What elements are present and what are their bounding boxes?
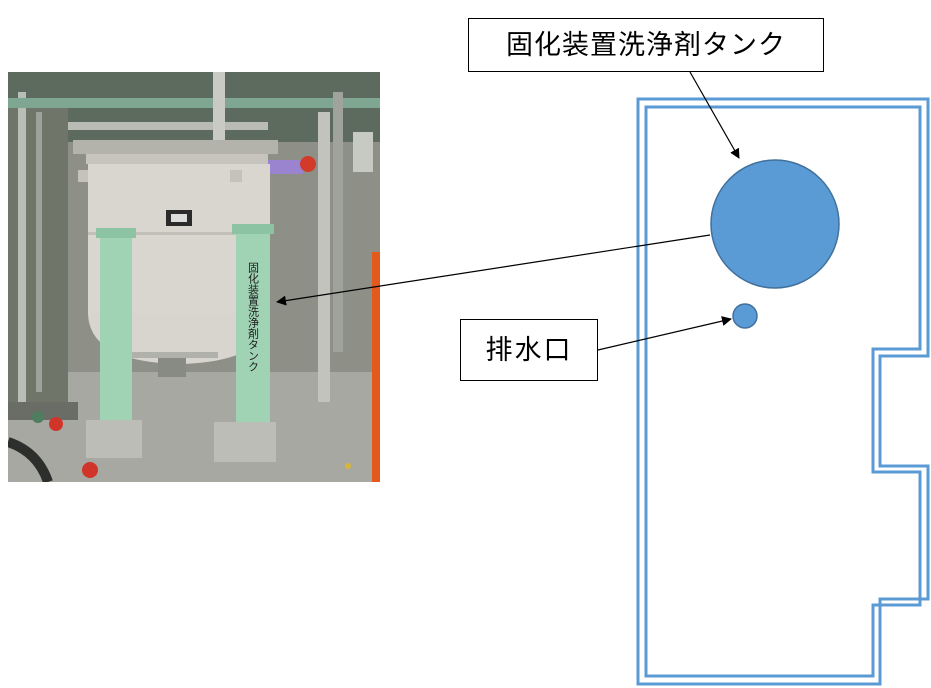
tank-side-text: 固化装置洗浄剤タンク bbox=[247, 262, 260, 372]
tank-circle bbox=[710, 159, 840, 289]
tank-photo: 固化装置洗浄剤タンク bbox=[8, 72, 380, 482]
floor-plan-outer-wall bbox=[636, 97, 930, 686]
tank-to-photo-arrow bbox=[276, 234, 711, 306]
tank-label-arrow bbox=[689, 71, 740, 159]
tank-callout-label: 固化装置洗浄剤タンク bbox=[468, 18, 824, 72]
drain-callout-text: 排水口 bbox=[485, 334, 573, 366]
drain-label-arrow bbox=[597, 316, 732, 351]
drain-circle bbox=[732, 303, 758, 329]
tank-callout-text: 固化装置洗浄剤タンク bbox=[506, 29, 786, 61]
floor-plan-outline bbox=[636, 97, 930, 686]
drain-callout-label: 排水口 bbox=[460, 319, 598, 381]
floor-plan-inner-wall bbox=[644, 105, 922, 678]
